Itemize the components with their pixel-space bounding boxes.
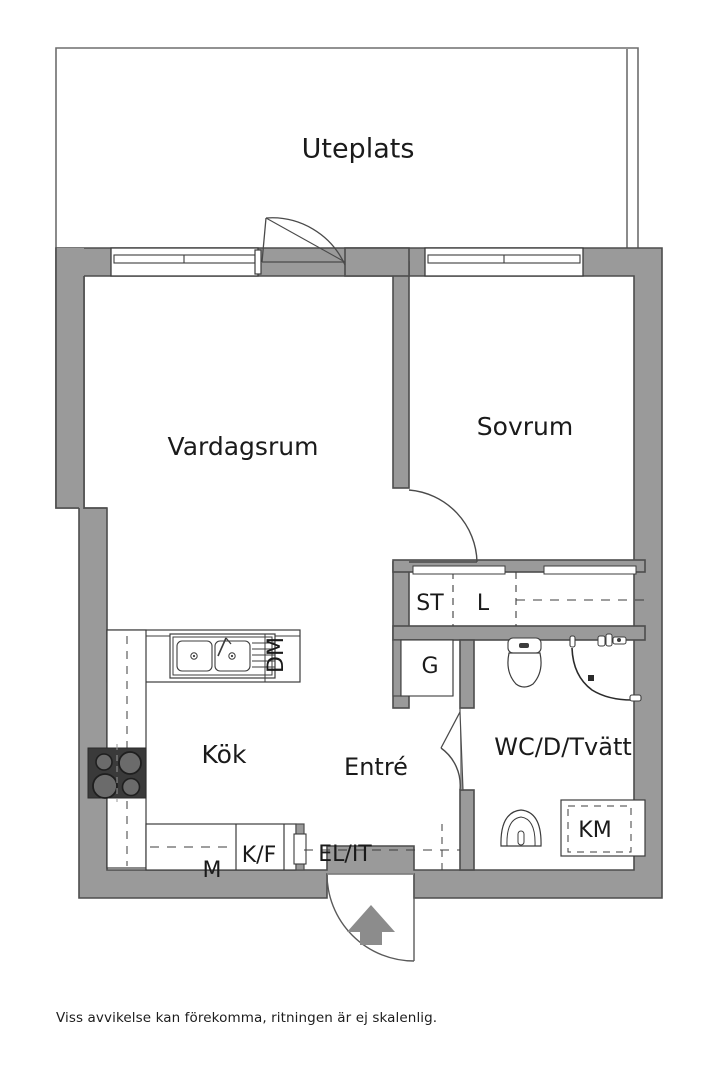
washbasin: [500, 809, 542, 847]
label-dm: DM: [264, 637, 289, 673]
doors: [261, 217, 478, 962]
wall-terrace-door-jamb: [344, 247, 410, 277]
label-km: KM: [578, 818, 611, 843]
label-g: G: [421, 654, 438, 679]
door-wc: [440, 711, 461, 791]
wall-entre-wc-lower: [459, 789, 475, 871]
wall-entre-wc-angled: [459, 708, 464, 791]
shower: [569, 633, 642, 702]
shelf-bar-right: [543, 565, 637, 575]
room-label-kok: Kök: [202, 740, 247, 769]
label-st: ST: [416, 591, 444, 616]
fixture-labels: ST L G DM M K/F EL/IT KM: [203, 591, 612, 883]
cooktop: [87, 744, 147, 802]
kitchen-sink: [169, 633, 276, 679]
disclaimer-text: Viss avvikelse kan förekomma, ritningen …: [56, 1010, 438, 1026]
left-wall-inner-edge: [83, 276, 107, 509]
windows: [110, 247, 584, 277]
label-kf: K/F: [242, 843, 277, 868]
wall-g-wc-upper: [459, 639, 475, 709]
kitchen-fixtures: [87, 629, 460, 871]
room-label-wc: WC/D/Tvätt: [494, 733, 632, 761]
shower-mixer: [597, 633, 627, 647]
room-label-entre: Entré: [344, 753, 408, 781]
uteplats-area: [55, 47, 639, 248]
label-el-it: EL/IT: [318, 842, 372, 867]
entrance-direction-arrow: [347, 905, 395, 945]
label-m: M: [203, 858, 222, 883]
washing-machine: [560, 799, 646, 857]
window-vardagsrum: [110, 247, 262, 277]
room-label-vardagsrum: Vardagsrum: [168, 432, 319, 461]
window-sovrum: [424, 247, 584, 277]
room-label-uteplats: Uteplats: [302, 134, 415, 165]
left-wall-upper-fill: [56, 248, 84, 508]
wall-vardagsrum-sovrum-upper: [392, 261, 410, 489]
shelf-bar-st-l: [412, 565, 506, 575]
terrace-outline: [55, 47, 639, 248]
closets: [400, 565, 645, 697]
room-label-sovrum: Sovrum: [477, 412, 573, 441]
closet-g-box: [400, 639, 454, 697]
toilet: [507, 637, 542, 688]
room-labels: Uteplats Vardagsrum Sovrum Kök Entré WC/…: [168, 134, 632, 782]
el-it-cabinet: [293, 823, 460, 871]
door-terrace: [261, 217, 346, 266]
left-wall-outer-edge: [55, 248, 79, 509]
bathroom-fixtures: [500, 633, 646, 857]
label-l: L: [477, 591, 490, 616]
wall-g-left: [392, 639, 402, 697]
door-sovrum: [408, 489, 478, 563]
door-entrance: [326, 873, 415, 962]
